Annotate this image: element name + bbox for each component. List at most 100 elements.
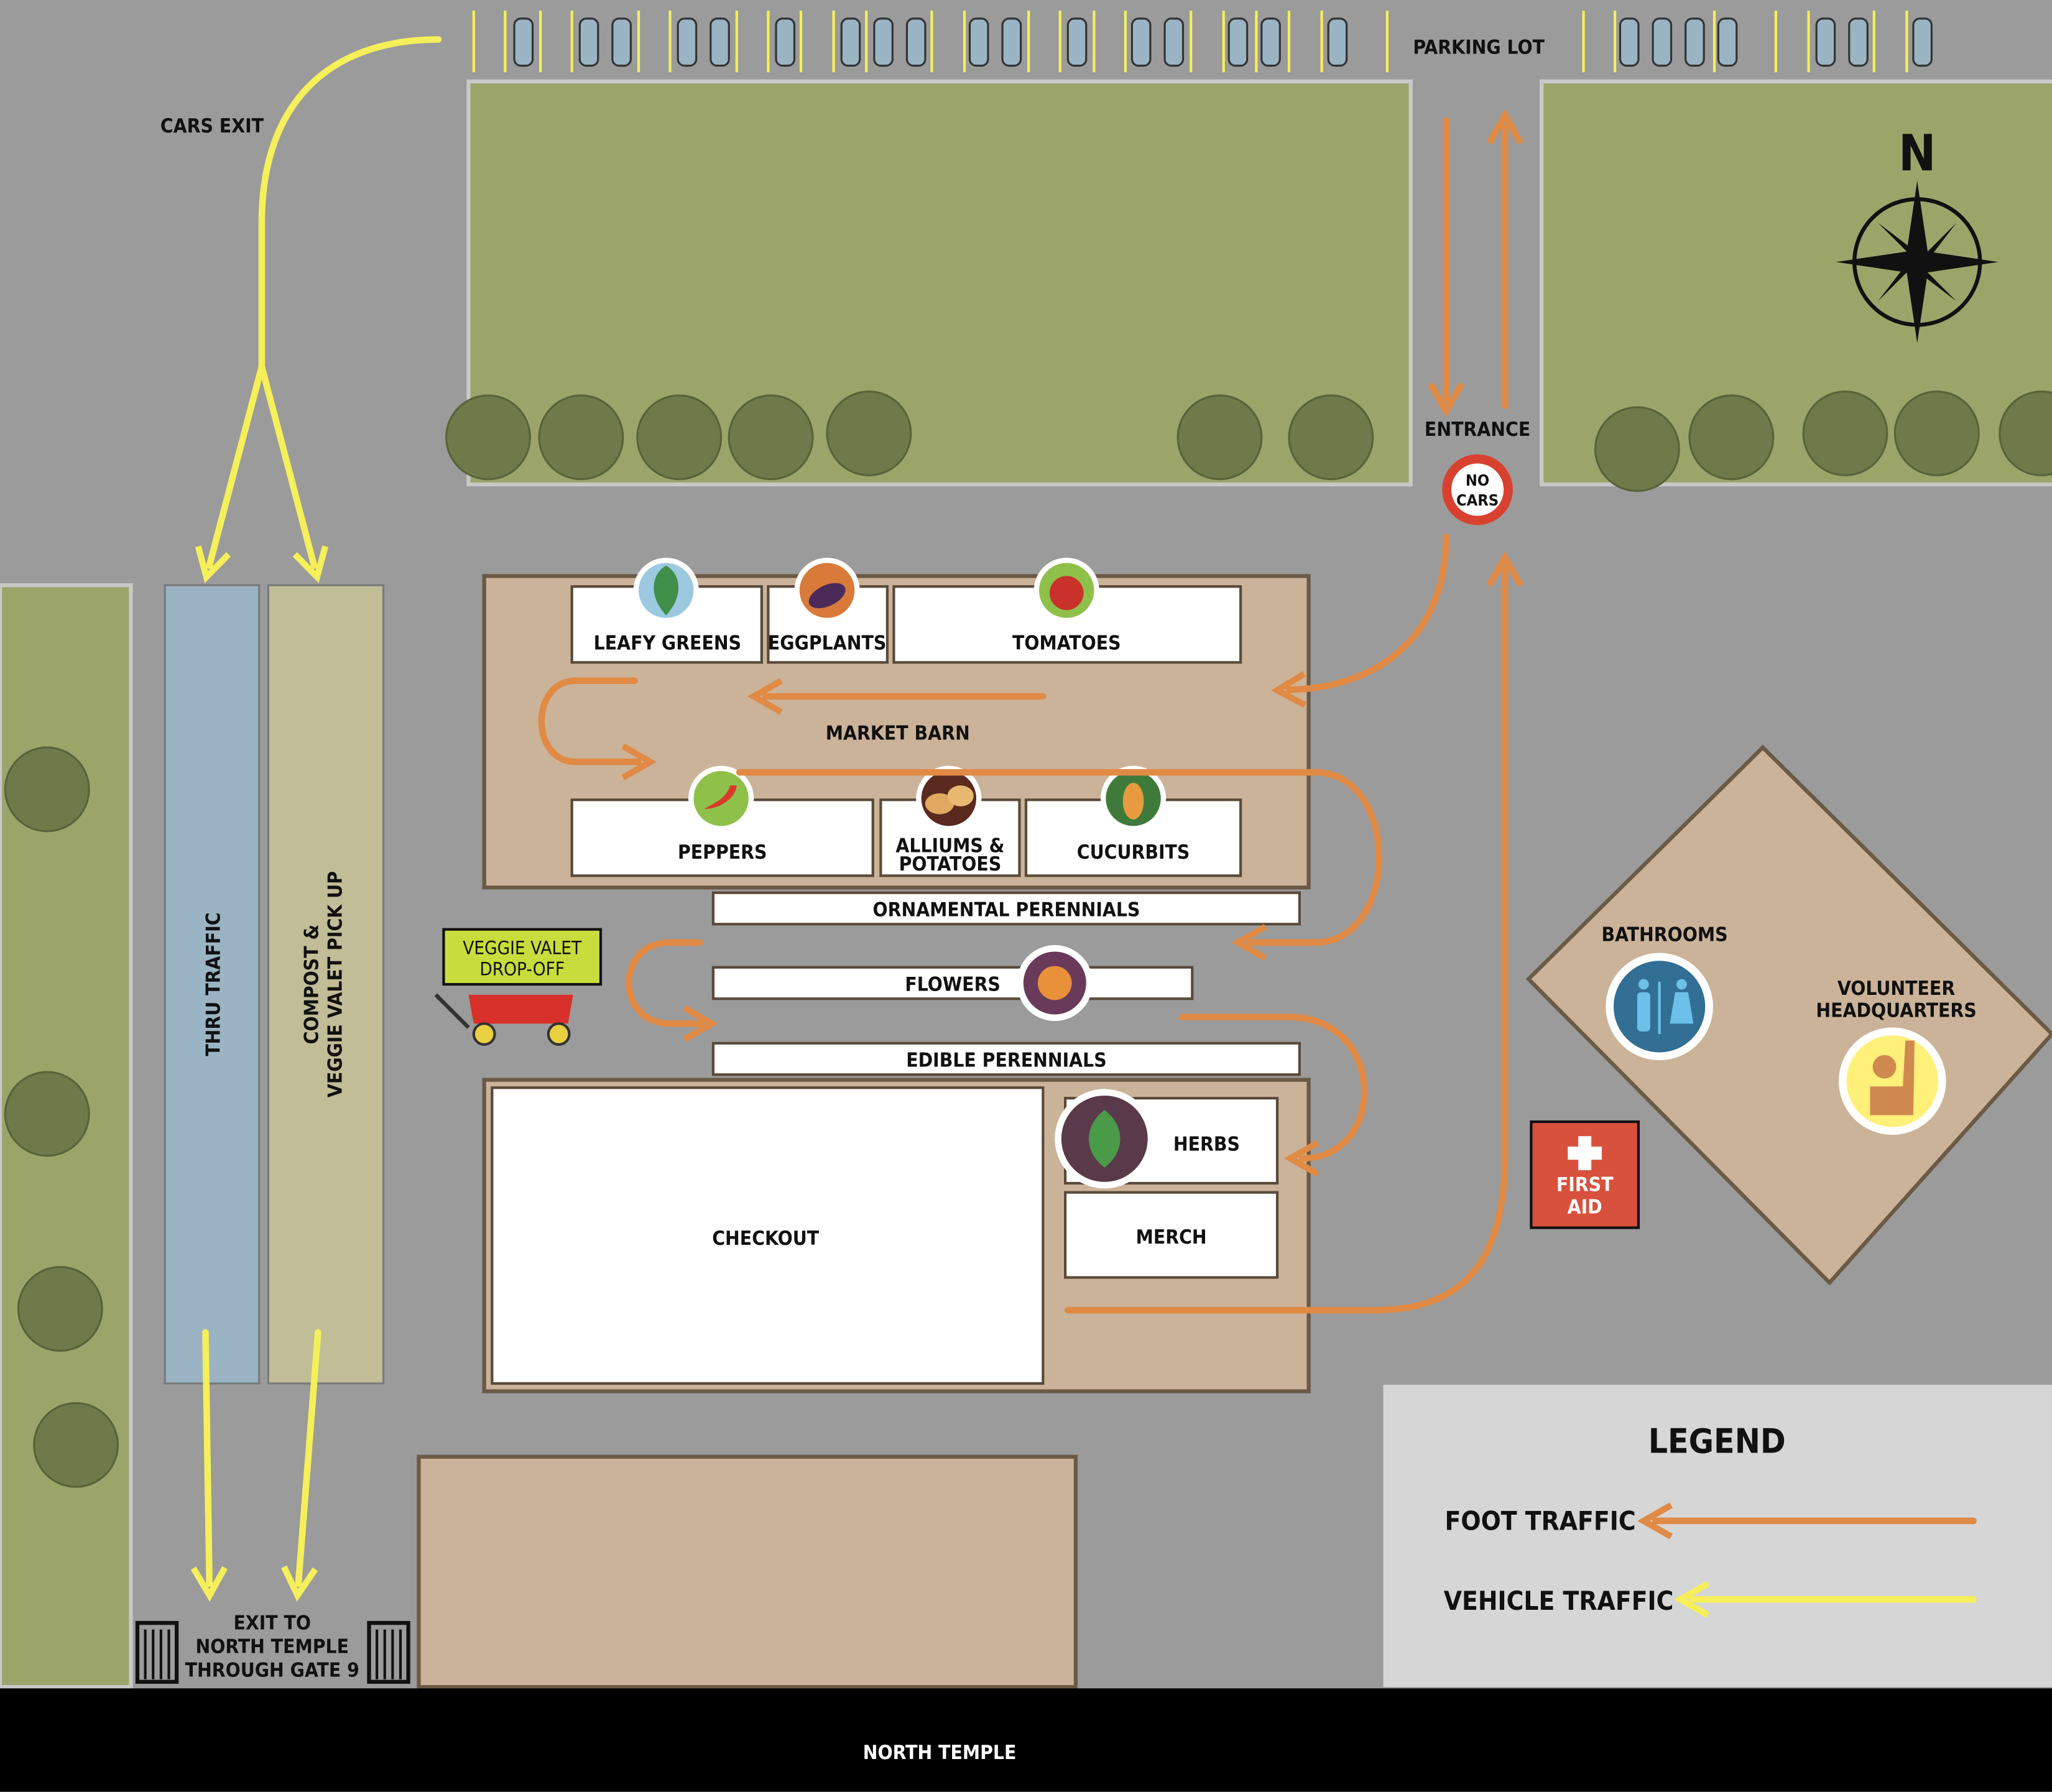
gate-icon: [135, 1620, 179, 1684]
svg-text:AID: AID: [1568, 1196, 1602, 1218]
tree-icon: [4, 1071, 90, 1157]
parked-car-icon: [905, 17, 927, 67]
parked-car-icon: [775, 17, 796, 67]
stall-flowers[interactable]: FLOWERS: [711, 966, 1194, 1000]
parked-car-icon: [578, 17, 599, 67]
foot-route: [736, 769, 1382, 961]
tree-icon: [17, 1266, 103, 1352]
svg-text:EDIBLE PERENNIALS: EDIBLE PERENNIALS: [906, 1050, 1106, 1072]
foot-route: [1178, 1014, 1368, 1177]
compass-icon: [1836, 180, 1999, 343]
market-barn-label: MARKET BARN: [826, 723, 970, 745]
svg-text:ALLIUMS &: ALLIUMS &: [895, 834, 1004, 857]
restroom-icon[interactable]: [1606, 953, 1713, 1061]
services-pavilion: [1525, 744, 2052, 1286]
compost-pickup-label-2: VEGGIE VALET PICK UP: [324, 871, 346, 1097]
tree-icon: [1594, 406, 1680, 492]
first-aid-station[interactable]: FIRST AID: [1530, 1120, 1640, 1229]
legend-title: LEGEND: [1648, 1421, 1786, 1461]
tree-icon: [1176, 394, 1263, 481]
svg-text:LEAFY GREENS: LEAFY GREENS: [594, 632, 741, 654]
south-building: [417, 1454, 1078, 1689]
svg-text:FIRST: FIRST: [1556, 1174, 1614, 1196]
parking-lot-label: PARKING LOT: [1413, 37, 1545, 59]
vehicle-arrow: [195, 363, 266, 583]
parked-car-icon: [873, 17, 894, 67]
volunteer-icon[interactable]: [1838, 1027, 1946, 1135]
leafy-greens-icon: [633, 557, 699, 624]
potato-icon: [916, 765, 982, 831]
flower-icon: [1017, 944, 1093, 1021]
tree-icon: [826, 390, 912, 476]
svg-text:CHECKOUT: CHECKOUT: [712, 1227, 820, 1250]
parked-car-icon: [1001, 17, 1022, 67]
legend-vehicle-traffic: VEHICLE TRAFFIC: [1444, 1586, 1674, 1616]
eggplant-icon: [794, 557, 860, 624]
parked-car-icon: [1327, 17, 1348, 67]
pepper-icon: [688, 765, 754, 831]
gate-icon: [367, 1620, 410, 1684]
foot-route: [538, 677, 657, 780]
north-temple-label: NORTH TEMPLE: [863, 1742, 1017, 1764]
parked-car-icon: [1912, 17, 1933, 67]
first-aid-cross-icon: [1568, 1136, 1602, 1170]
veggie-valet-dropoff-sign: VEGGIE VALET DROP-OFF: [442, 928, 603, 986]
svg-text:EGGPLANTS: EGGPLANTS: [768, 632, 886, 654]
vehicle-arrow: [190, 1329, 228, 1602]
svg-text:TOMATOES: TOMATOES: [1012, 632, 1121, 654]
exit-gate-label-1: EXIT TO: [233, 1612, 311, 1635]
parked-car-icon: [1130, 17, 1152, 67]
foot-route: [626, 939, 719, 1042]
vehicle-route-exit: [258, 36, 442, 370]
parked-car-icon: [1066, 17, 1088, 67]
parked-car-icon: [1227, 17, 1249, 67]
parked-car-icon: [611, 17, 632, 67]
tree-icon: [1999, 390, 2052, 476]
svg-text:ORNAMENTAL PERENNIALS: ORNAMENTAL PERENNIALS: [872, 899, 1140, 921]
exit-gate-label-3: THROUGH GATE 9: [185, 1659, 359, 1681]
thru-traffic-lane: [164, 584, 261, 1385]
tree-icon: [1802, 390, 1888, 476]
svg-text:VEGGIE VALET: VEGGIE VALET: [463, 938, 582, 959]
tree-icon: [4, 746, 90, 833]
foot-route: [1065, 551, 1523, 1314]
exit-gate-label-2: NORTH TEMPLE: [195, 1636, 349, 1658]
stall-edible-perennials[interactable]: EDIBLE PERENNIALS: [711, 1041, 1301, 1076]
herbs-icon: [1055, 1089, 1155, 1189]
cucurbit-icon: [1100, 765, 1167, 831]
svg-text:FLOWERS: FLOWERS: [905, 974, 1000, 996]
stall-merch[interactable]: MERCH: [1064, 1191, 1279, 1279]
parked-car-icon: [1619, 17, 1640, 67]
parked-car-icon: [513, 17, 534, 67]
stall-ornamental-perennials[interactable]: ORNAMENTAL PERENNIALS: [711, 891, 1301, 926]
parked-car-icon: [1717, 17, 1738, 67]
bathrooms-label: BATHROOMS: [1602, 924, 1728, 946]
legend: LEGEND FOOT TRAFFIC VEHICLE TRAFFIC: [1383, 1385, 2052, 1688]
svg-text:CUCURBITS: CUCURBITS: [1077, 841, 1190, 864]
compost-pickup-lane: [267, 584, 385, 1385]
tree-icon: [636, 394, 723, 481]
north-label: N: [1898, 124, 1936, 182]
parked-car-icon: [1848, 17, 1869, 67]
foot-route: [1270, 533, 1449, 708]
compost-pickup-label-1: COMPOST &: [300, 925, 323, 1045]
north-temple-road: [0, 1688, 2052, 1792]
tree-icon: [538, 394, 624, 481]
svg-text:NO: NO: [1466, 471, 1489, 489]
entrance-label: ENTRANCE: [1425, 418, 1530, 441]
trees: [4, 390, 2052, 1488]
svg-text:POTATOES: POTATOES: [899, 853, 1002, 875]
parked-car-icon: [1815, 17, 1836, 67]
svg-text:PEPPERS: PEPPERS: [678, 841, 767, 864]
parking-lot: [472, 11, 1933, 73]
tree-icon: [445, 394, 531, 481]
cars-exit-label: CARS EXIT: [160, 115, 264, 137]
tree-icon: [1688, 394, 1775, 481]
volunteer-hq-label-2: HEADQUARTERS: [1816, 1000, 1976, 1022]
svg-text:CARS: CARS: [1456, 491, 1499, 509]
tomato-icon: [1033, 557, 1099, 624]
tree-icon: [1893, 390, 1980, 476]
stall-checkout[interactable]: CHECKOUT: [491, 1086, 1045, 1385]
wagon-icon: [434, 993, 573, 1046]
